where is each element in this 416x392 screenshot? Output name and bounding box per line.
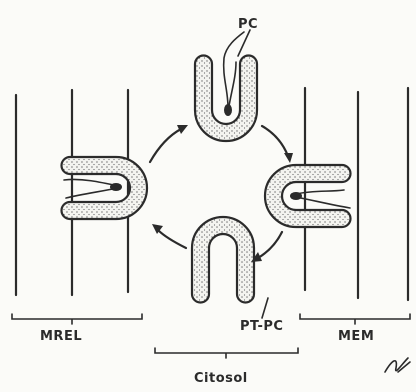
- left-blob: [110, 183, 122, 191]
- mem-bracket: [300, 314, 410, 324]
- arrow-top-to-right: [262, 126, 288, 156]
- left-strand-2: [66, 188, 118, 198]
- citosol-bracket: [155, 348, 298, 358]
- pt-pc-pointer: [262, 298, 268, 318]
- right-strand-1: [296, 190, 344, 194]
- right-membrane-fold: [265, 165, 350, 227]
- arrow-right-to-bottom: [258, 232, 282, 258]
- pc-pointer: [238, 30, 250, 56]
- arrow-bottom-to-left: [158, 230, 186, 248]
- mem-label: MEM: [338, 329, 374, 344]
- left-membrane-fold: [62, 157, 147, 219]
- mrel-label: MREL: [40, 329, 82, 344]
- pc-label: PC: [238, 17, 258, 32]
- right-blob: [290, 192, 302, 200]
- mrel-membrane-lines: [16, 90, 128, 295]
- handwritten-mark: [385, 358, 410, 372]
- citosol-label: Citosol: [194, 371, 248, 386]
- arrow-top-to-right-head: [284, 153, 293, 163]
- pt-pc-label: PT-PC: [240, 319, 283, 334]
- mem-membrane-lines: [305, 88, 408, 300]
- arrow-left-to-top: [150, 129, 181, 162]
- bottom-membrane-fold: [192, 217, 254, 302]
- mrel-bracket: [12, 314, 142, 324]
- pc-blob: [224, 104, 232, 116]
- top-membrane-fold: [195, 32, 257, 141]
